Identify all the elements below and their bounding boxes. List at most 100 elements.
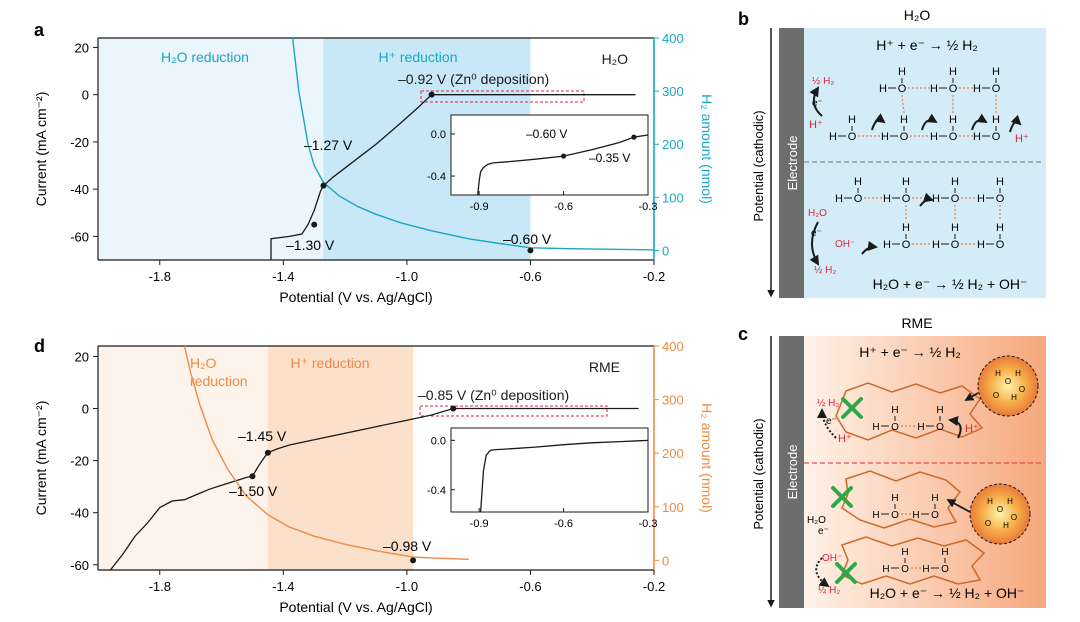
series-line-h2-amount bbox=[183, 345, 469, 560]
y2-tick-label: 300 bbox=[662, 393, 684, 408]
x-tick-label: -1.0 bbox=[396, 579, 418, 594]
inset-x-tick-label: -0.3 bbox=[639, 518, 658, 530]
water-h-atom: H bbox=[996, 222, 1004, 234]
panel-c-title: RME bbox=[901, 315, 932, 331]
water-o-atom: O bbox=[949, 83, 958, 95]
marked-point bbox=[320, 182, 327, 189]
inset-x-tick-label: -0.9 bbox=[470, 201, 489, 213]
y2-tick-label: 200 bbox=[662, 137, 684, 152]
water-h-atom: H bbox=[854, 176, 862, 188]
panel-letter-d: d bbox=[34, 336, 45, 356]
rme-micelle-sphere bbox=[969, 483, 1031, 545]
water-h-atom: H bbox=[879, 83, 887, 95]
water-h-atom: H bbox=[891, 405, 898, 416]
marked-point bbox=[311, 221, 318, 228]
water-o-atom: O bbox=[992, 83, 1001, 95]
x-tick-label: -1.0 bbox=[396, 269, 418, 284]
y-tick-label: 20 bbox=[75, 349, 89, 364]
equation-bottom-b: H₂O + e⁻ → ½ H₂ + OH⁻ bbox=[873, 276, 1028, 292]
proton-transfer-arrow bbox=[921, 113, 938, 131]
water-h-atom: H bbox=[941, 547, 948, 558]
water-o-atom: O bbox=[901, 564, 909, 575]
corner-label-h2o: H₂O bbox=[602, 51, 629, 67]
region-label-hplus-reduction-d: H⁺ reduction bbox=[291, 355, 370, 371]
x-tick-label: -0.6 bbox=[519, 269, 541, 284]
species-h2o-b: H₂O bbox=[808, 208, 827, 219]
water-h-atom: H bbox=[932, 193, 940, 205]
y-tick-label: -60 bbox=[70, 229, 89, 244]
y2-axis-label: H₂ amount (nmol) bbox=[699, 94, 715, 204]
water-h-atom: H bbox=[932, 239, 940, 251]
water-h-atom: H bbox=[996, 176, 1004, 188]
marked-point bbox=[264, 449, 271, 456]
water-h-atom: H bbox=[872, 510, 879, 521]
marked-point bbox=[249, 473, 256, 480]
inset-x-tick-label: -0.9 bbox=[470, 518, 489, 530]
hydrogen-bond bbox=[901, 94, 905, 114]
y2-axis-label: H₂ amount (nmol) bbox=[699, 403, 715, 513]
series-line-current bbox=[109, 407, 639, 571]
species-h2o-c: H₂O bbox=[807, 515, 826, 526]
water-h-atom: H bbox=[930, 83, 938, 95]
species-h2-b-top: ½ H₂ bbox=[812, 76, 834, 87]
water-h-atom: H bbox=[912, 510, 919, 521]
equation-top-b: H⁺ + e⁻ → ½ H₂ bbox=[876, 37, 978, 53]
water-h-atom: H bbox=[992, 66, 1000, 78]
equation-bottom-c: H₂O + e⁻ → ½ H₂ + OH⁻ bbox=[870, 585, 1025, 601]
water-o-atom: O bbox=[891, 510, 899, 521]
water-o-atom: O bbox=[951, 239, 960, 251]
water-o-atom: O bbox=[931, 510, 939, 521]
point-label-a-130: –1.30 V bbox=[286, 237, 335, 253]
sphere-atom: H bbox=[1003, 521, 1009, 530]
inset-y-tick-label: -0.4 bbox=[427, 485, 446, 497]
marked-point bbox=[428, 91, 435, 98]
sphere-atom: O bbox=[1011, 513, 1017, 522]
inset-y-tick-label: -0.4 bbox=[427, 171, 446, 183]
region-hplus-reduction-d bbox=[267, 346, 414, 570]
species-h2-c-bottom: ½ H₂ bbox=[818, 585, 840, 596]
series-a bbox=[270, 37, 655, 260]
polymer-cage bbox=[841, 470, 962, 529]
inset-a: -0.9-0.6-0.30.0-0.4 bbox=[427, 129, 657, 213]
sphere-atom: O bbox=[997, 505, 1003, 514]
sphere-arrow bbox=[946, 499, 971, 513]
water-o-atom: O bbox=[949, 131, 958, 143]
panel-b: b H₂O Electrode Potential (cathodic) H⁺ … bbox=[738, 7, 1046, 298]
h2-marked-point bbox=[527, 247, 534, 254]
panel-letter-c: c bbox=[738, 324, 748, 344]
polymer-cage bbox=[835, 382, 984, 441]
water-h-atom: H bbox=[977, 239, 985, 251]
proton-transfer-arrow bbox=[1009, 114, 1022, 133]
series-d bbox=[109, 345, 639, 571]
species-hplus-c-right: H⁺ bbox=[965, 423, 979, 435]
panel-a: a H₂O reduction H⁺ reduction H₂O –0.92 V… bbox=[33, 20, 715, 305]
y-tick-label: -20 bbox=[70, 135, 89, 150]
water-o-atom: O bbox=[992, 131, 1001, 143]
water-o-atom: O bbox=[936, 422, 944, 433]
y2-tick-label: 100 bbox=[662, 190, 684, 205]
inset-series-line bbox=[477, 134, 649, 196]
water-o-atom: O bbox=[854, 193, 863, 205]
water-h-atom: H bbox=[898, 66, 906, 78]
water-h-atom: H bbox=[900, 114, 908, 126]
potential-axis-label-c: Potential (cathodic) bbox=[751, 418, 766, 529]
water-h-atom: H bbox=[901, 547, 908, 558]
y-tick-label: -40 bbox=[70, 182, 89, 197]
sphere-atom: H bbox=[995, 369, 1001, 378]
proton-transfer-arrow bbox=[948, 416, 962, 439]
region-h2o-reduction-d bbox=[98, 346, 268, 570]
sphere-atom: O bbox=[1019, 385, 1025, 394]
inset-y-tick-label: 0.0 bbox=[431, 435, 446, 447]
y2-tick-label: 400 bbox=[662, 31, 684, 46]
panel-c: c RME Electrode Potential (cathodic) H⁺ … bbox=[738, 315, 1046, 608]
h2-point-label-a: –0.60 V bbox=[503, 231, 552, 247]
inset-d: -0.9-0.6-0.30.0-0.4 bbox=[427, 435, 657, 530]
water-o-atom: O bbox=[848, 131, 857, 143]
inset-frame-a bbox=[450, 114, 649, 196]
panel-b-title: H₂O bbox=[904, 7, 931, 23]
species-hplus-b-right: H⁺ bbox=[1015, 133, 1029, 145]
blocked-x-icon bbox=[831, 486, 853, 508]
